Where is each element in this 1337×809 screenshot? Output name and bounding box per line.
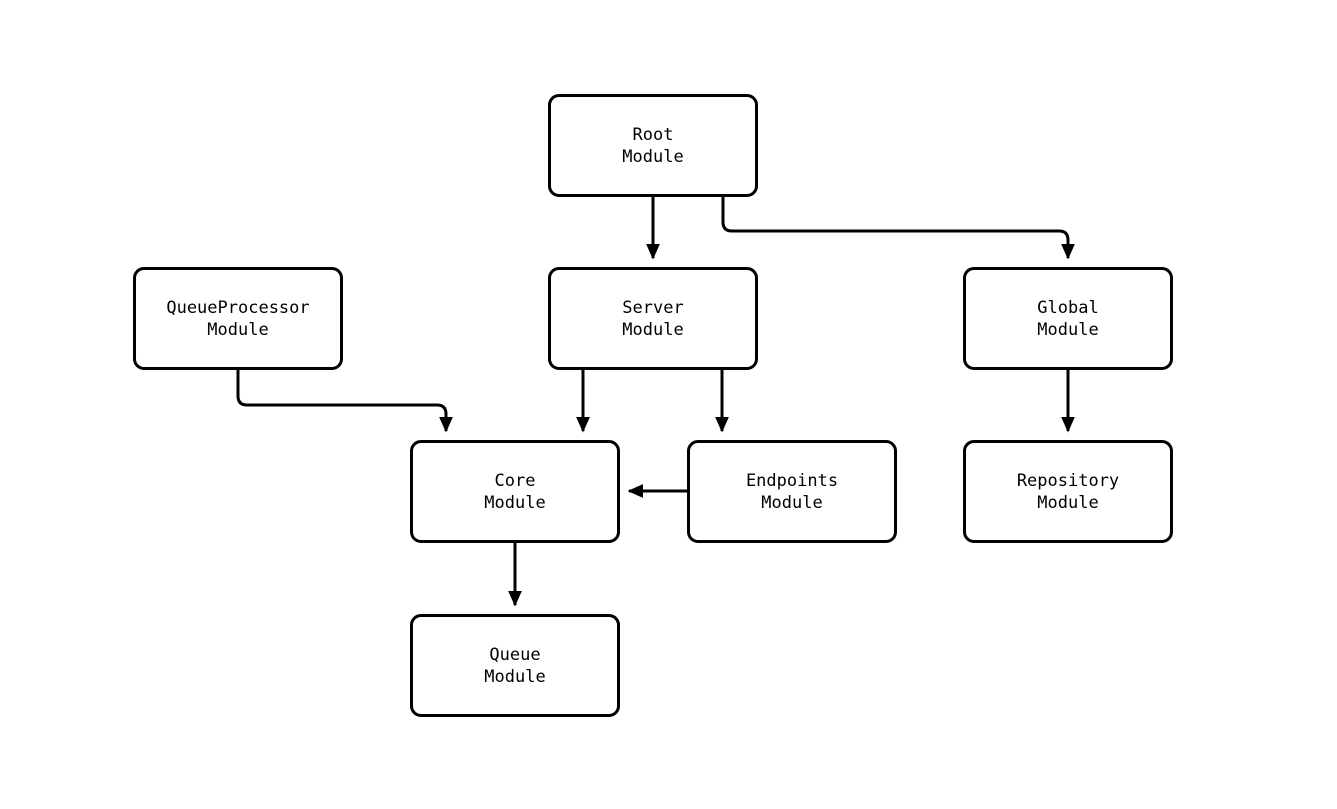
node-label-name: Queue [489, 644, 541, 665]
node-label-name: QueueProcessor [166, 297, 310, 318]
edge-queueprocessor-to-core [236, 370, 453, 433]
node-label-name: Global [1037, 297, 1099, 318]
node-label-name: Root [632, 124, 674, 145]
node-label-suffix: Module [622, 319, 684, 340]
node-label-suffix: Module [1037, 492, 1099, 513]
node-label-suffix: Module [622, 146, 684, 167]
node-label-suffix: Module [484, 492, 546, 513]
node-label-name: Core [494, 470, 536, 491]
edges-group [236, 197, 1075, 607]
node-label-suffix: Module [1037, 319, 1099, 340]
node-label-name: Endpoints [745, 470, 839, 491]
node-label-suffix: Module [207, 319, 269, 340]
edge-root-to-global [721, 197, 1075, 260]
node-label-suffix: Module [484, 666, 546, 687]
node-label-name: Server [622, 297, 684, 318]
node-label-suffix: Module [761, 492, 823, 513]
node-label-name: Repository [1016, 470, 1120, 491]
